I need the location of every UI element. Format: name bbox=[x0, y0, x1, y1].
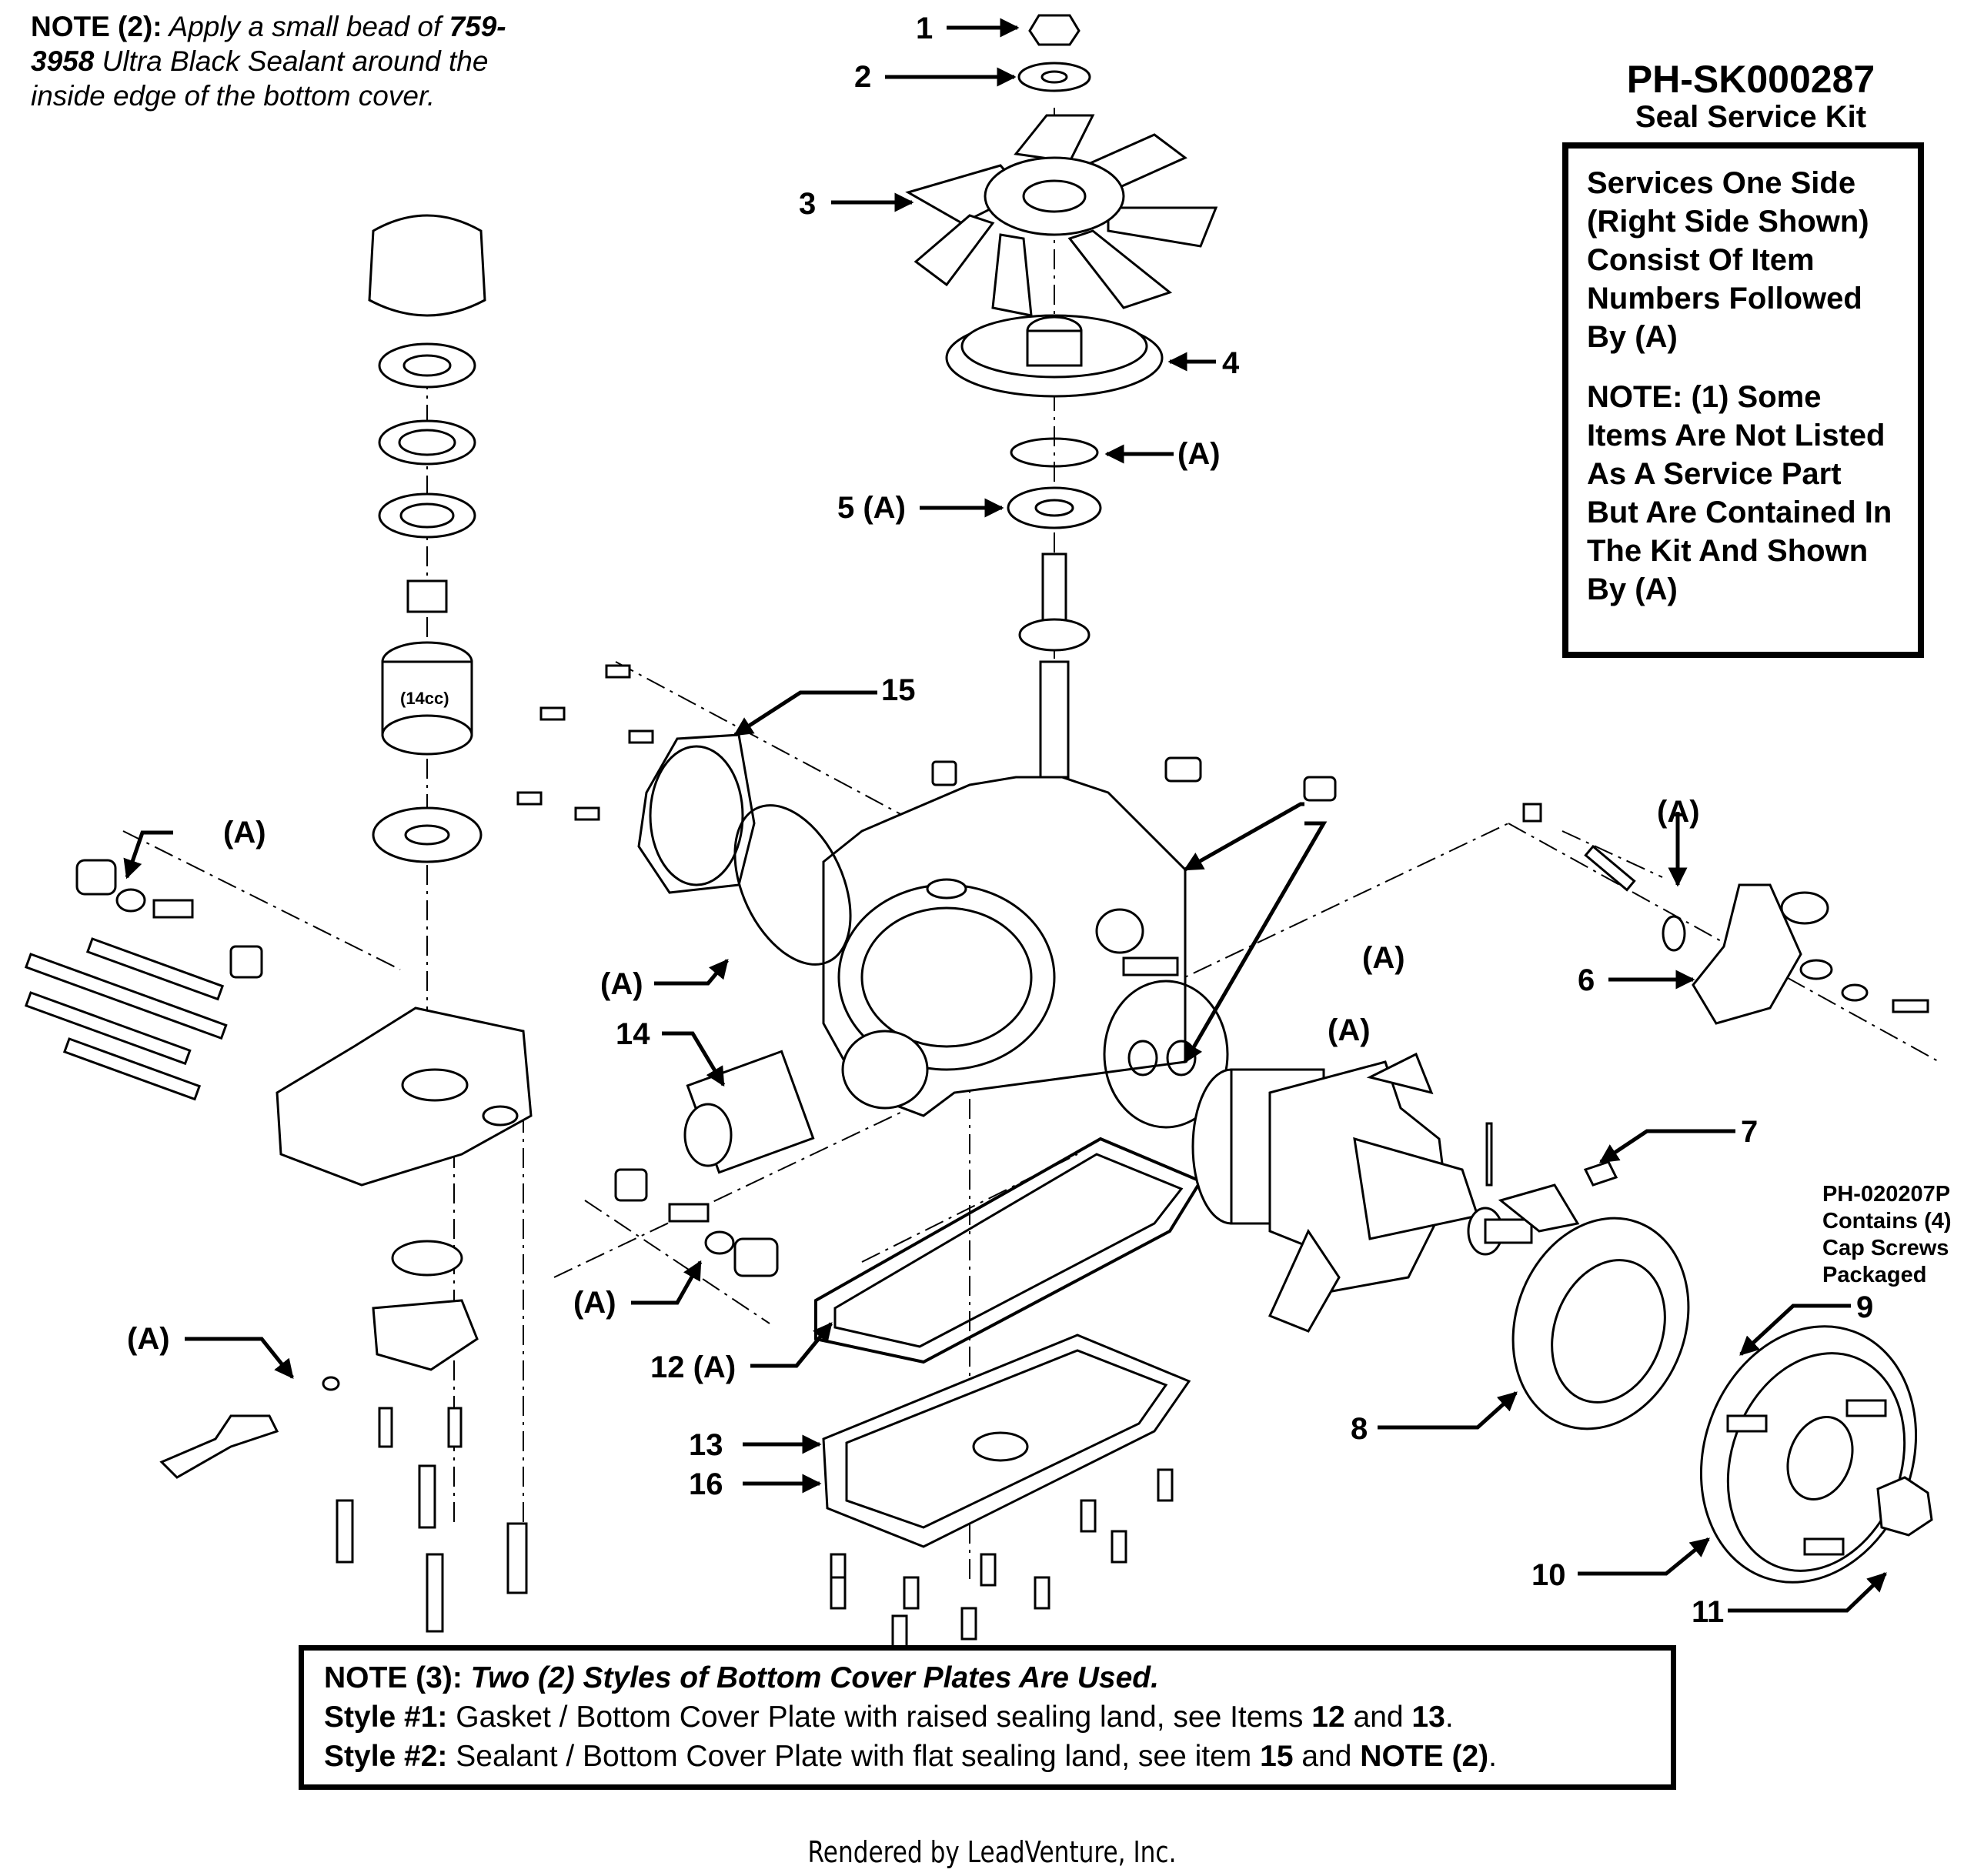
callout-5: 5 (A) bbox=[837, 491, 906, 525]
o-ring-large bbox=[1103, 980, 1229, 1129]
style1-and: and bbox=[1344, 1701, 1412, 1734]
style2-item-a: 15 bbox=[1260, 1740, 1294, 1773]
o-ring-small-1 bbox=[1127, 1040, 1158, 1077]
cylinder-label: (14cc) bbox=[400, 689, 449, 708]
callout-14: 14 bbox=[616, 1017, 650, 1051]
kit-body-1: Services One Side (Right Side Shown) Con… bbox=[1587, 166, 1869, 354]
kit-info-box: Services One Side (Right Side Shown) Con… bbox=[1562, 142, 1924, 658]
sealant-note-label: NOTE (2): bbox=[31, 11, 162, 42]
cap-screw-package-note: PH-020207P Contains (4) Cap Screws Packa… bbox=[1822, 1181, 1984, 1289]
elbow-fitting bbox=[159, 1414, 279, 1479]
style2-text: Sealant / Bottom Cover Plate with flat s… bbox=[447, 1740, 1261, 1773]
pulley-part-4 bbox=[945, 314, 1164, 398]
callout-13: 13 bbox=[689, 1428, 723, 1462]
style1-item-b: 13 bbox=[1411, 1701, 1445, 1734]
callout-12: 12 (A) bbox=[650, 1350, 736, 1384]
brake-plate-part-8 bbox=[1498, 1183, 1690, 1430]
key-part-7 bbox=[1583, 1160, 1618, 1187]
callout-a-oring: (A) bbox=[1362, 941, 1405, 975]
cover-gasket bbox=[733, 804, 852, 966]
package-line-4: Packaged bbox=[1822, 1263, 1927, 1287]
note3-label: NOTE (3): bbox=[324, 1661, 463, 1694]
note3-line-1: NOTE (3): Two (2) Styles of Bottom Cover… bbox=[324, 1658, 1651, 1697]
style1-label: Style #1: bbox=[324, 1701, 448, 1734]
gerotor-part bbox=[391, 1240, 463, 1277]
package-line-1: PH-020207P bbox=[1822, 1182, 1951, 1207]
callout-a-valve-left: (A) bbox=[223, 816, 266, 850]
cover-screws bbox=[516, 664, 654, 821]
sealant-note-text1: Apply a small bead of bbox=[162, 11, 449, 42]
kit-body-2: NOTE: (1) Some Items Are Not Listed As A… bbox=[1587, 380, 1892, 606]
callout-a-lever: (A) bbox=[1657, 795, 1700, 829]
footer-credit: Rendered by LeadVenture, Inc. bbox=[807, 1835, 1177, 1869]
note3-title: Two (2) Styles of Bottom Cover Plates Ar… bbox=[462, 1661, 1159, 1694]
sealant-note-text2: Ultra Black Sealant around the inside ed… bbox=[31, 45, 489, 112]
transaxle-housing bbox=[822, 776, 1187, 1117]
callout-a-snapring: (A) bbox=[1177, 437, 1221, 471]
brake-arm-part-6 bbox=[1584, 844, 1829, 1025]
castle-nut-part-11 bbox=[1876, 1476, 1933, 1537]
callout-15: 15 bbox=[881, 673, 916, 707]
callout-9: 9 bbox=[1856, 1290, 1873, 1324]
long-bolts bbox=[24, 937, 228, 1101]
cap-screws-bottom bbox=[336, 1407, 528, 1633]
kit-title: PH-SK000287 bbox=[1626, 58, 1875, 101]
input-shaft-part bbox=[1018, 552, 1091, 779]
parts bbox=[24, 14, 1933, 1648]
callout-2: 2 bbox=[854, 60, 871, 94]
callout-1: 1 bbox=[916, 12, 933, 45]
side-cover-plate bbox=[637, 733, 756, 894]
kit-subtitle: Seal Service Kit bbox=[1635, 100, 1867, 134]
callout-a-elbow: (A) bbox=[127, 1322, 170, 1356]
callout-6: 6 bbox=[1578, 963, 1595, 997]
filter-part-14 bbox=[683, 1050, 815, 1174]
package-line-2: Contains (4) bbox=[1822, 1209, 1952, 1233]
callout-8: 8 bbox=[1351, 1412, 1368, 1446]
sealant-note: NOTE (2): Apply a small bead of 759-3958… bbox=[31, 9, 523, 113]
callout-4: 4 bbox=[1222, 346, 1240, 380]
callout-labels: 1 2 3 4 (A) 5 (A) 15 (A) 6 (A) (A) 7 9 8… bbox=[127, 12, 1873, 1629]
callout-7: 7 bbox=[1741, 1115, 1758, 1149]
style1-end: . bbox=[1445, 1701, 1454, 1734]
callout-11: 11 bbox=[1692, 1595, 1724, 1629]
pump-cylinder-stack bbox=[368, 214, 486, 863]
callout-a-oring-small: (A) bbox=[1328, 1013, 1371, 1047]
note3-line-3: Style #2: Sealant / Bottom Cover Plate w… bbox=[324, 1737, 1651, 1776]
callout-10: 10 bbox=[1531, 1558, 1566, 1592]
center-section-block bbox=[276, 1006, 533, 1187]
style2-and: and bbox=[1293, 1740, 1361, 1773]
bottom-screws bbox=[830, 1468, 1174, 1648]
note3-line-2: Style #1: Gasket / Bottom Cover Plate wi… bbox=[324, 1697, 1651, 1737]
callout-16: 16 bbox=[689, 1467, 723, 1501]
sealant-part-number: 759-3958 bbox=[31, 11, 506, 77]
cover-plate-note: NOTE (3): Two (2) Styles of Bottom Cover… bbox=[299, 1645, 1676, 1790]
callout-a-gasket: (A) bbox=[600, 967, 643, 1001]
snap-ring-part bbox=[1010, 437, 1099, 468]
style1-text: Gasket / Bottom Cover Plate with raised … bbox=[447, 1701, 1312, 1734]
fan-part-3 bbox=[905, 114, 1218, 317]
charge-pump-cover bbox=[372, 1299, 479, 1371]
axle-hub-assembly bbox=[1191, 1052, 1533, 1333]
callout-a-valve-right: (A) bbox=[573, 1286, 616, 1320]
brake-drum-part-10 bbox=[1699, 1325, 1918, 1584]
nut-part-1 bbox=[1028, 14, 1081, 46]
style2-label: Style #2: bbox=[324, 1740, 448, 1773]
callout-3: 3 bbox=[799, 187, 816, 221]
style2-item-b: NOTE (2) bbox=[1360, 1740, 1489, 1773]
style1-item-a: 12 bbox=[1311, 1701, 1345, 1734]
style2-end: . bbox=[1488, 1740, 1497, 1773]
leader-lines bbox=[123, 18, 1887, 1613]
package-line-3: Cap Screws bbox=[1822, 1236, 1949, 1260]
